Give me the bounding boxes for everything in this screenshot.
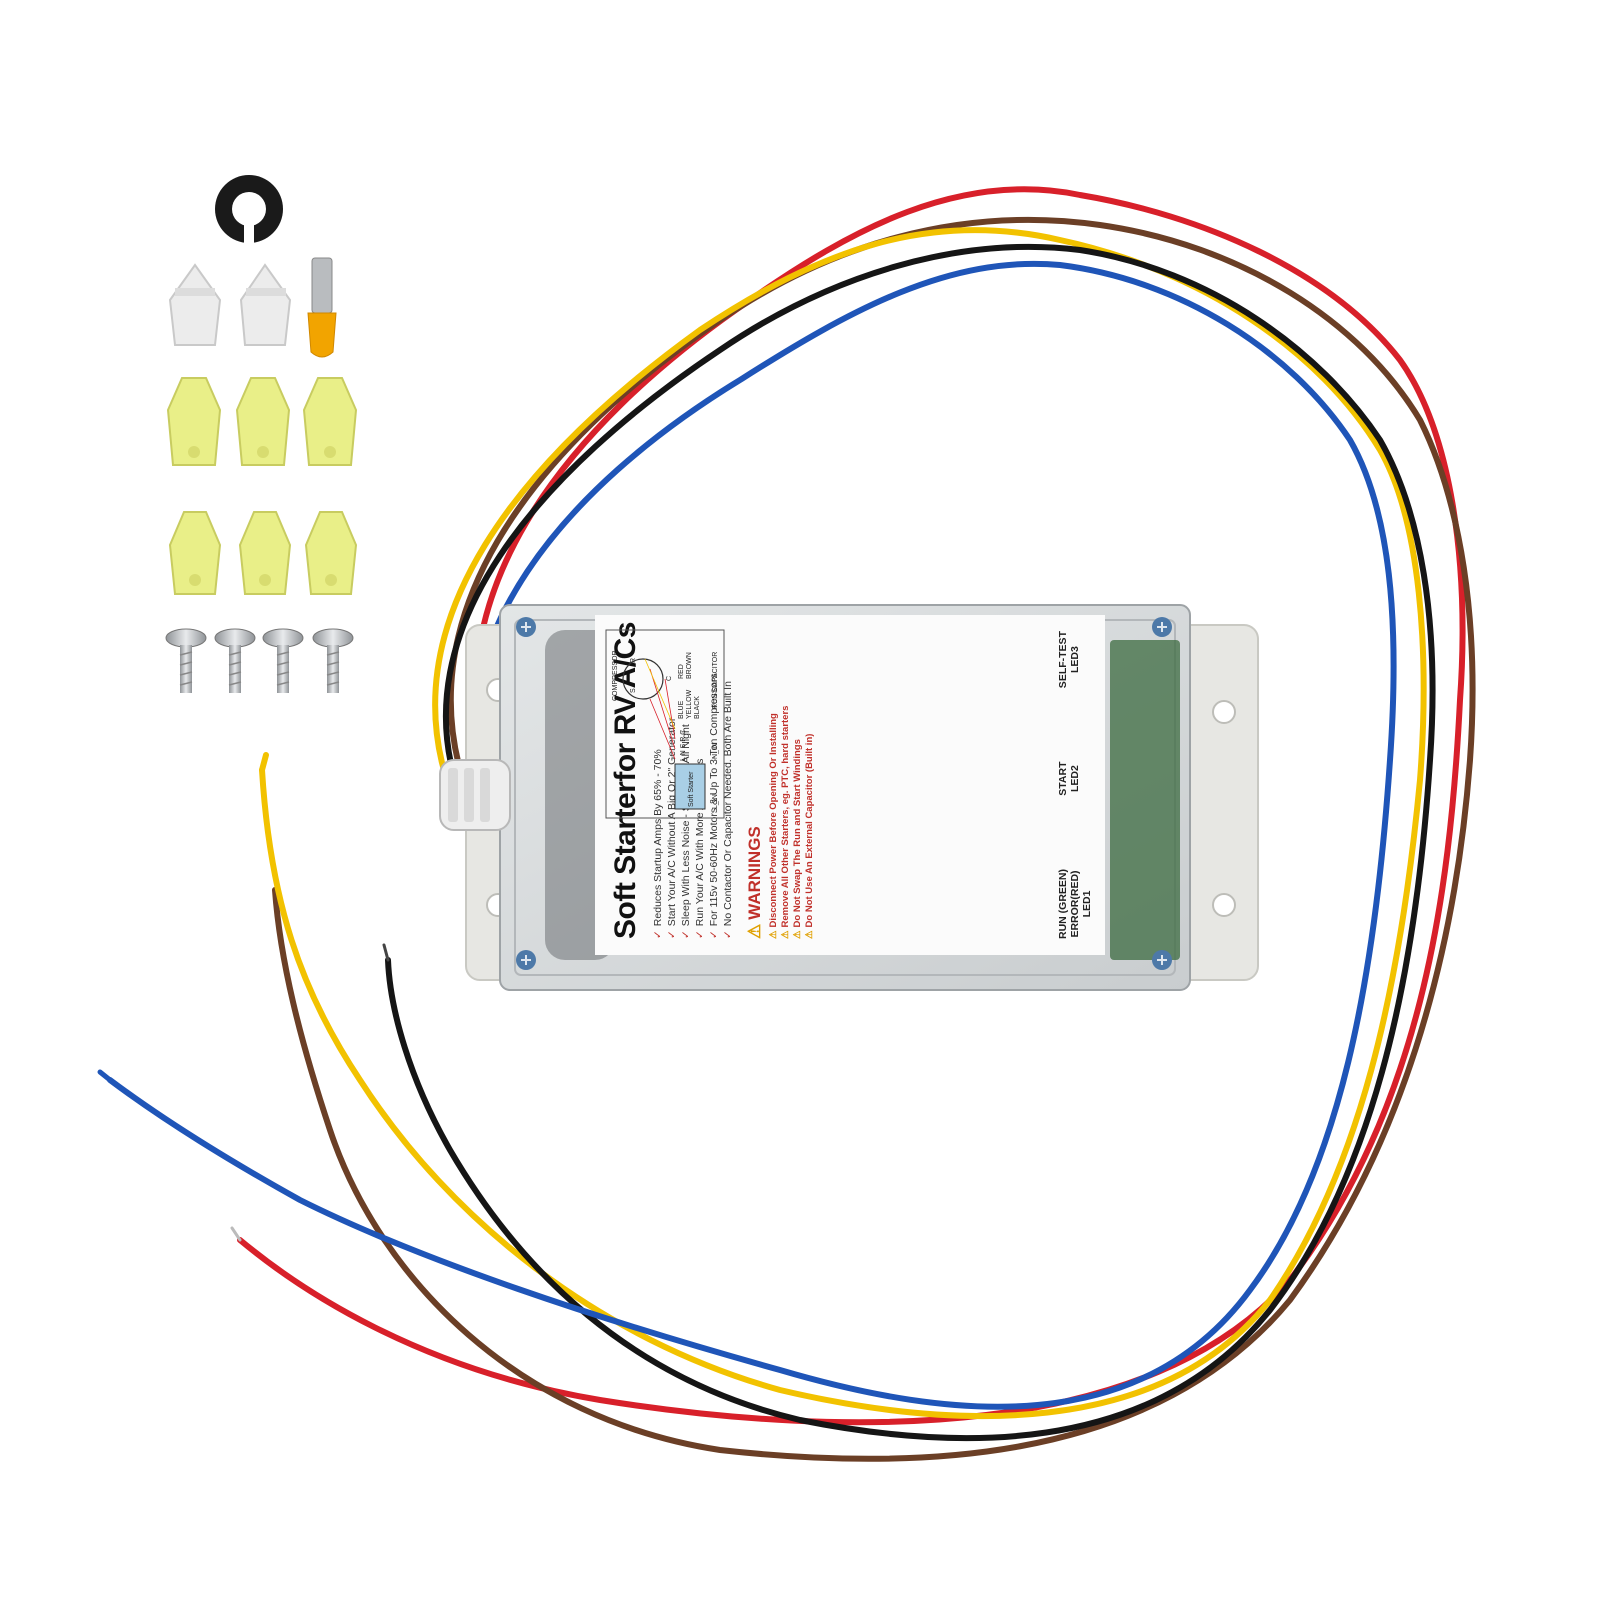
warning-item: ⚠Disconnect Power Before Opening Or Inst… [768, 713, 779, 939]
warning-item: ⚠Do Not Swap The Run and Start Windings [792, 739, 803, 939]
check-icon: ✓ [666, 930, 678, 939]
warning-triangle-icon: ⚠ [804, 930, 815, 939]
yellow-wire-nut-6 [304, 511, 358, 595]
product-label: Soft Starterfor RV A/Cs ✓Reduces Startup… [595, 615, 1105, 955]
led1-label: RUN (GREEN) ERROR(RED) LED1 [1057, 869, 1093, 939]
warning-triangle-icon: ⚠ [768, 930, 779, 939]
warnings-list: ⚠Disconnect Power Before Opening Or Inst… [768, 631, 816, 939]
diagram-terminals-label: L N S R C [680, 730, 687, 761]
white-wire-nut-2 [239, 263, 292, 346]
check-icon: ✓ [708, 930, 720, 939]
lid-screw-bl [516, 950, 536, 970]
wire-tip-red [230, 1226, 242, 1242]
yellow-wire-nut-3 [302, 377, 358, 466]
led3-label: SELF-TEST LED3 [1057, 631, 1081, 689]
warning-triangle-icon: ⚠ [780, 930, 791, 939]
grommet [215, 175, 283, 246]
check-icon: ✓ [722, 930, 734, 939]
wire-tip-yellow [259, 752, 269, 773]
accessories [165, 175, 358, 693]
cable-gland [439, 759, 511, 831]
diagram-compressor-label: COMPRESSOR [612, 650, 619, 701]
diagram-wire-label: BLACK [694, 696, 701, 719]
screw-2 [214, 628, 256, 693]
screw-3 [262, 628, 304, 693]
diagram-n-in-label: N_IN [712, 743, 719, 759]
wire-tip-black [382, 943, 390, 962]
circuit-board [1110, 640, 1180, 960]
wire-blue [107, 260, 1397, 1410]
lid-screw-tl [516, 617, 536, 637]
wire-yellow [259, 227, 1427, 1420]
wire-tips [97, 752, 390, 1242]
diagram-wire-labels: BLUE YELLOW BLACK RED BROWN [678, 652, 701, 719]
warning-item: ⚠Remove All Other Starters, eg. PTC, har… [780, 705, 791, 939]
yellow-wire-nut-1 [166, 377, 222, 466]
diagram-wire-label: RED [678, 664, 685, 679]
mount-hole-tr [1212, 700, 1236, 724]
wire-tip-blue [97, 1069, 113, 1083]
yellow-wire-nut-2 [235, 377, 291, 466]
diagram-s-label: S [630, 688, 637, 693]
warning-item: ⚠Do Not Use An External Capacitor (Built… [804, 733, 815, 939]
yellow-wire-nut-5 [238, 511, 292, 595]
yellow-wire-nut-4 [168, 511, 222, 595]
led2-label: START LED2 [1057, 761, 1081, 796]
lid-screw-br [1152, 950, 1172, 970]
warning-triangle-icon: ⚠ [792, 930, 803, 939]
wiring-diagram: COMPRESSOR S R C Soft Starter L N S R C … [605, 629, 725, 819]
diagram-r-label: R [630, 658, 637, 663]
mount-hole-br [1212, 893, 1236, 917]
led-legend: RUN (GREEN) ERROR(RED) LED1 START LED2 S… [1057, 631, 1093, 939]
screw-1 [165, 628, 207, 693]
white-wire-nut-1 [168, 263, 222, 346]
warning-triangle-icon: ⚠ [745, 923, 764, 939]
wire-black [385, 243, 1436, 1442]
check-icon: ✓ [694, 930, 706, 939]
wire-bundle [107, 186, 1476, 1462]
diagram-c-label: C [666, 676, 673, 681]
diagram-wire-label: BROWN [686, 652, 693, 679]
warnings-heading: ⚠WARNINGS [745, 826, 764, 939]
diagram-run-cap-label: RUN CAPACITOR [712, 652, 719, 709]
check-icon: ✓ [652, 930, 664, 939]
diagram-soft-starter-label: Soft Starter [688, 771, 695, 807]
lid-screw-tr [1152, 617, 1172, 637]
screw-4 [312, 628, 354, 693]
diagram-wire-label: BLUE [678, 700, 685, 719]
check-icon: ✓ [680, 930, 692, 939]
diagram-wire-label: YELLOW [686, 689, 693, 719]
diagram-l-in-label: L_IN [712, 794, 719, 809]
yellow-terminal [307, 257, 337, 358]
